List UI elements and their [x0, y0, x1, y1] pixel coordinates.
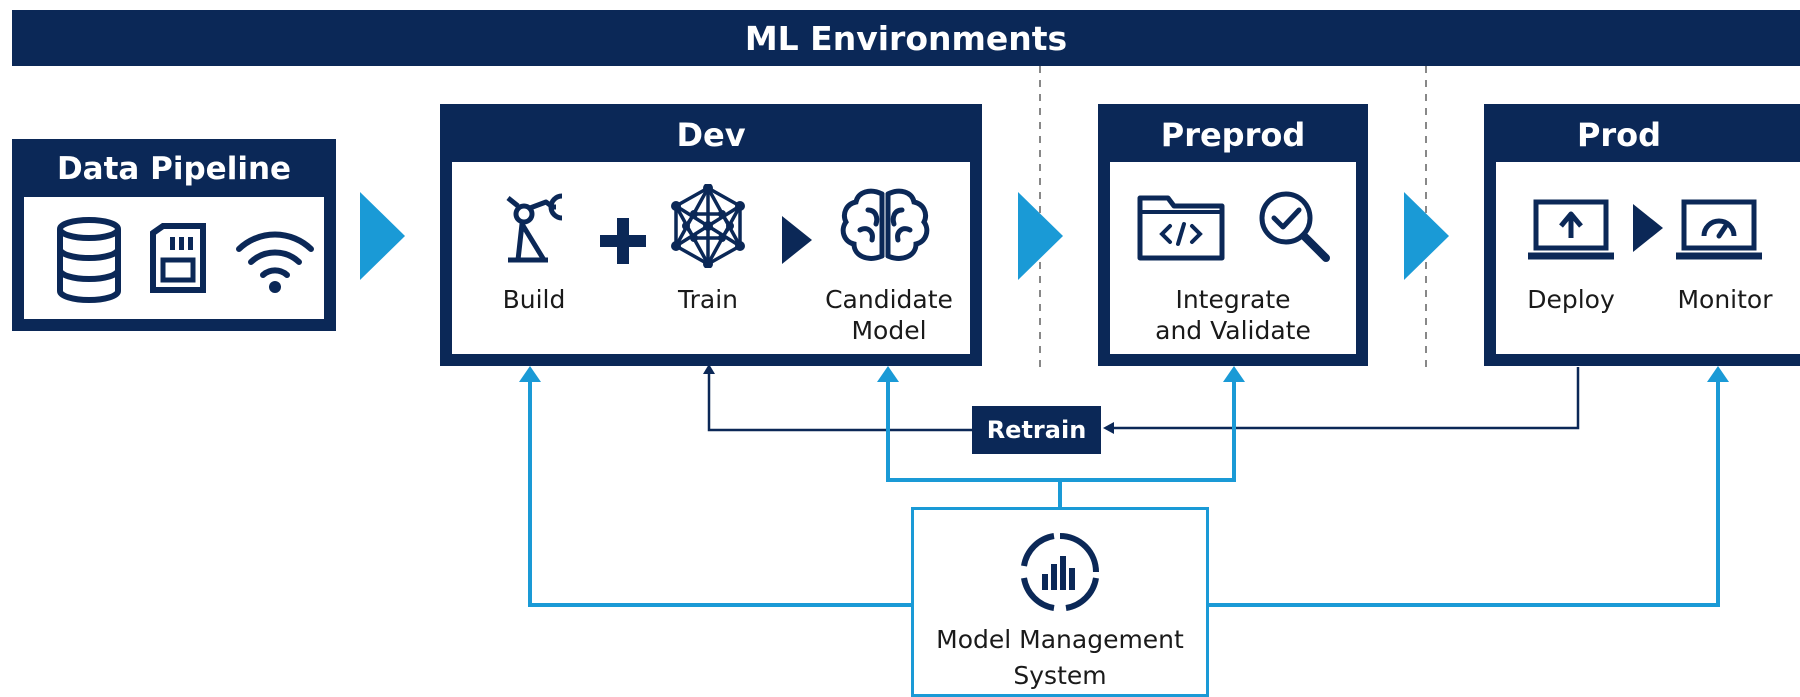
integrate-validate-label: Integrate and Validate — [1123, 284, 1343, 346]
dev-title: Dev — [676, 116, 746, 154]
mms-line1: Model Management — [936, 625, 1184, 654]
flow-arrow-pipeline-to-dev — [360, 192, 405, 280]
neural-network-icon — [671, 184, 745, 268]
candidate-model-label: Candidate Model — [814, 284, 964, 346]
preprod-inner: Integrate and Validate — [1110, 162, 1356, 354]
integrate-line2: and Validate — [1155, 316, 1311, 345]
model-management-system-box: Model Management System — [911, 507, 1209, 697]
mms-line2: System — [1013, 661, 1107, 690]
retrain-line-from-prod — [1112, 367, 1580, 430]
model-management-label: Model Management System — [914, 622, 1206, 694]
code-folder-icon — [1137, 195, 1225, 261]
mms-line-to-preprod — [1060, 376, 1236, 482]
data-pipeline-inner — [24, 197, 324, 319]
deploy-label: Deploy — [1527, 285, 1615, 314]
laptop-gauge-icon — [1676, 199, 1762, 260]
prod-title: Prod — [1576, 116, 1662, 154]
robot-arm-icon — [506, 193, 563, 263]
preprod-box: Preprod Integrate and Validate — [1098, 104, 1368, 366]
retrain-label: Retrain — [986, 416, 1087, 444]
prod-box: Prod Deploy Monitor — [1484, 104, 1800, 366]
dev-inner: Build Train — [452, 162, 970, 354]
magnifier-check-icon — [1259, 191, 1330, 262]
build-label: Build — [502, 285, 566, 314]
retrain-label-box: Retrain — [972, 406, 1101, 454]
prod-inner: Deploy Monitor — [1496, 162, 1800, 354]
retrain-line-to-train — [707, 372, 972, 432]
database-icon — [57, 217, 121, 303]
integrate-line1: Integrate — [1175, 285, 1291, 314]
candidate-line2: Model — [851, 316, 927, 345]
mms-line-to-candidate — [886, 376, 1062, 507]
data-pipeline-box: Data Pipeline — [12, 139, 336, 331]
data-pipeline-title: Data Pipeline — [56, 151, 292, 187]
wifi-icon — [236, 231, 314, 293]
preprod-title: Preprod — [1160, 116, 1306, 154]
brain-icon — [840, 188, 930, 261]
flow-arrow-dev-to-preprod — [1018, 192, 1063, 280]
mms-arrowhead-preprod — [1223, 366, 1245, 382]
mms-line-to-monitor — [1209, 376, 1720, 607]
mms-arrowhead-monitor — [1707, 366, 1729, 382]
mms-line-to-build — [528, 376, 911, 607]
retrain-arrowhead-left — [1103, 422, 1114, 434]
candidate-line1: Candidate — [825, 285, 953, 314]
mms-arrowhead-build — [519, 366, 541, 382]
train-label: Train — [678, 285, 738, 314]
chevron-right-icon — [782, 216, 812, 264]
chevron-right-icon — [1633, 204, 1663, 252]
ml-environments-banner: ML Environments — [12, 10, 1800, 66]
sd-card-icon — [150, 223, 206, 293]
dev-box: Dev Build — [440, 104, 982, 366]
laptop-upload-icon — [1528, 199, 1614, 260]
retrain-arrowhead-train — [703, 364, 715, 374]
plus-icon — [600, 218, 646, 264]
banner-title: ML Environments — [744, 18, 1068, 58]
flow-arrow-preprod-to-prod — [1404, 192, 1449, 280]
analytics-icon — [1021, 533, 1099, 611]
mms-arrowhead-candidate — [877, 366, 899, 382]
monitor-label: Monitor — [1677, 285, 1773, 314]
